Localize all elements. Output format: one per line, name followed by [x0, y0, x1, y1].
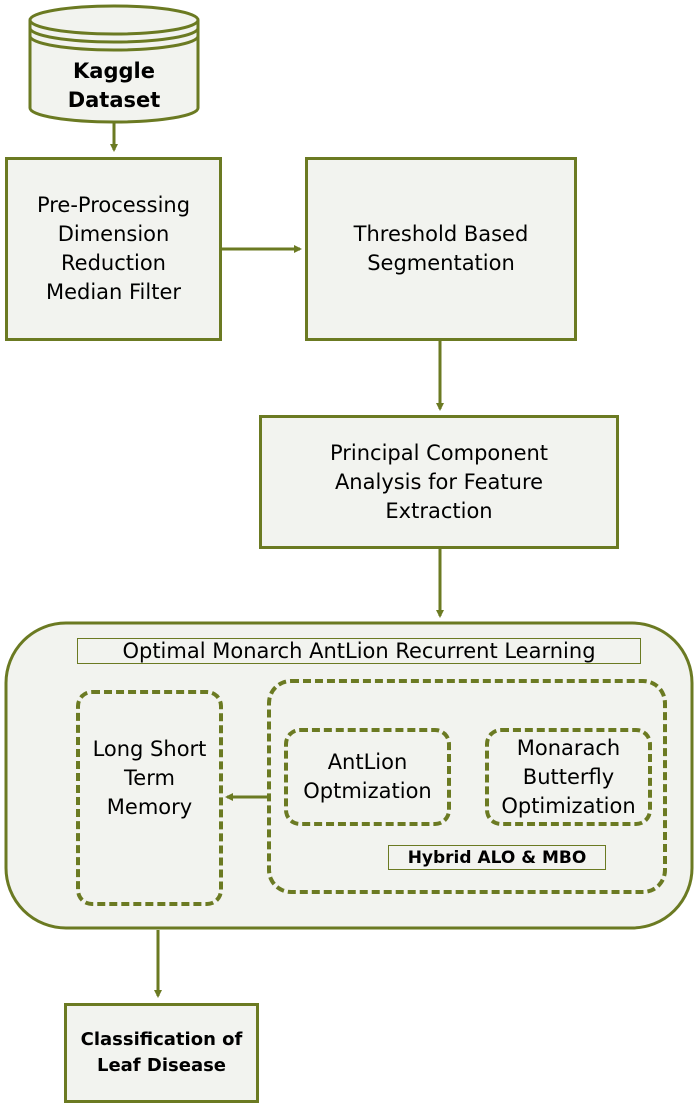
dataset-node: Kaggle Dataset — [30, 56, 198, 116]
antlion-node: AntLion Optmization — [284, 728, 451, 826]
omarl-title: Optimal Monarch AntLion Recurrent Learni… — [77, 638, 641, 664]
preprocessing-line: Pre-Processing — [36, 193, 191, 217]
antlion-line: Optmization — [303, 779, 432, 803]
dataset-line: Kaggle — [73, 59, 155, 83]
segmentation-line: Threshold Based — [353, 222, 529, 246]
monarch-group — [485, 728, 652, 826]
dataset-line: Dataset — [67, 88, 161, 112]
lstm-line: Memory — [106, 794, 193, 819]
antlion-line: AntLion — [327, 750, 408, 774]
antlion-group — [284, 728, 451, 826]
monarch-line: Optimization — [501, 793, 636, 818]
preprocessing-line: Reduction — [61, 251, 166, 275]
lstm-node: Long Short Term Memory — [76, 690, 223, 906]
monarch-line: Butterfly — [522, 764, 615, 789]
preprocessing-node: Pre-Processing Dimension Reduction Media… — [5, 157, 222, 341]
monarch-line: Monarach — [516, 735, 621, 760]
preprocessing-line: Median Filter — [45, 280, 182, 304]
classification-node: Classification of Leaf Disease — [64, 1003, 259, 1103]
segmentation-node: Threshold Based Segmentation — [305, 157, 577, 341]
pca-node: Principal Component Analysis for Feature… — [259, 415, 619, 549]
classification-line: Classification of — [80, 1029, 243, 1050]
pca-line: Analysis for Feature — [334, 469, 544, 494]
pca-line: Extraction — [385, 498, 493, 523]
hybrid-group — [267, 679, 667, 894]
monarch-node: Monarach Butterfly Optimization — [485, 728, 652, 826]
classification-line: Leaf Disease — [96, 1055, 227, 1076]
hybrid-label: Hybrid ALO & MBO — [388, 845, 606, 870]
lstm-group — [76, 690, 223, 906]
database-cylinder-icon — [28, 4, 200, 124]
pca-line: Principal Component — [329, 440, 549, 465]
preprocessing-line: Dimension — [57, 222, 170, 246]
lstm-line: Long Short — [92, 736, 207, 761]
lstm-line: Term — [124, 765, 175, 790]
segmentation-line: Segmentation — [367, 251, 515, 275]
